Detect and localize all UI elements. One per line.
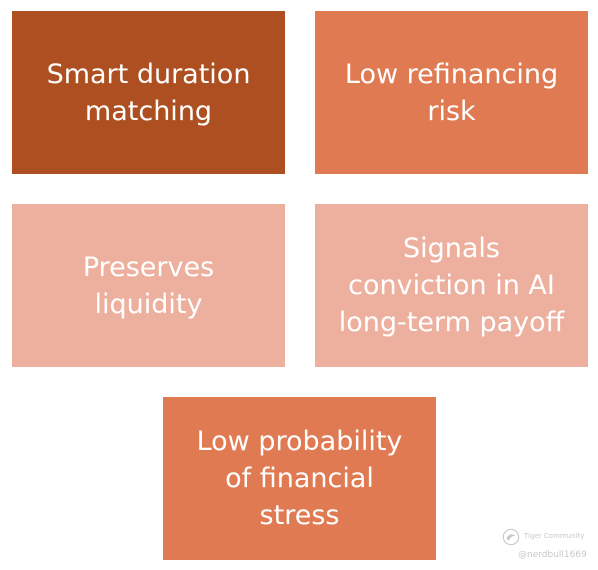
watermark-brand: Tiger Community [524, 532, 585, 540]
watermark-user: @nerdbull1669 [518, 550, 587, 560]
box-low-probability-stress: Low probability of financial stress [163, 397, 436, 560]
box-preserves-liquidity: Preserves liquidity [12, 204, 285, 367]
box-label: Smart duration matching [46, 58, 251, 127]
box-low-refinancing-risk: Low refinancing risk [315, 11, 588, 174]
box-smart-duration-matching: Smart duration matching [12, 11, 285, 174]
box-label: Signals conviction in AI long-term payof… [338, 233, 565, 338]
box-label: Low probability of financial stress [196, 426, 403, 531]
tiger-community-logo-icon [502, 528, 520, 546]
box-label: Preserves liquidity [82, 251, 215, 320]
box-signals-conviction: Signals conviction in AI long-term payof… [315, 204, 588, 367]
box-label: Low refinancing risk [344, 58, 559, 127]
watermark: Tiger Community @nerdbull1669 [500, 526, 592, 566]
